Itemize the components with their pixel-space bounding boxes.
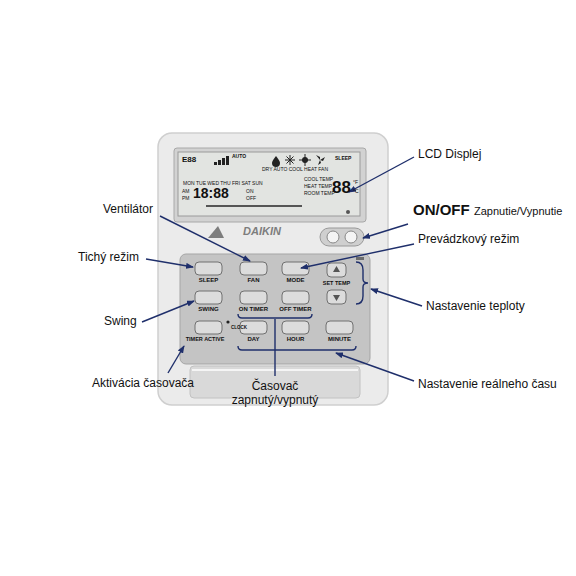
button-label: MINUTE [328, 336, 351, 343]
lcd-temperature: 88 [332, 178, 351, 198]
callout-label: Nastavenie teploty [426, 300, 525, 314]
button-label: SWING [198, 306, 218, 313]
button-label: ON TIMER [239, 306, 268, 313]
leader-line [142, 157, 422, 381]
lcd-text: ROOM TEMP [304, 191, 335, 197]
clock-dot [226, 320, 229, 323]
button-label: SET TEMP [323, 280, 351, 286]
callout-label: Prevádzkový režim [418, 233, 519, 247]
button-label: DAY [247, 336, 259, 343]
bracket [238, 262, 368, 350]
onoff-housing [320, 228, 364, 246]
lcd-text: E88 [182, 155, 196, 164]
lcd-clock: 18:88 [193, 185, 229, 201]
button-label: CLOCK [231, 325, 247, 330]
lcd-text: AM [182, 189, 190, 195]
lcd-text: °F [353, 180, 358, 186]
callout-label: Tichý režim [78, 251, 139, 265]
onoff-button [345, 231, 357, 243]
callout-label: Ventilátor [103, 203, 153, 217]
callout-label: Nastavenie reálneho času [418, 378, 557, 392]
button-label: OFF TIMER [279, 306, 311, 313]
leader-line [274, 319, 275, 376]
button-label: FAN [248, 277, 260, 284]
brand-logo: DAIKIN [243, 225, 281, 238]
callout-label: Zapnutie/Vypnutie [474, 205, 562, 218]
logo-mark [208, 226, 224, 238]
callout-label: ON/OFF [413, 201, 470, 218]
led [356, 257, 364, 260]
lcd-text: DRY AUTO COOL HEAT FAN [262, 167, 328, 173]
lcd-text: °C [353, 189, 359, 195]
lcd-screen [178, 152, 360, 216]
lcd-text: SLEEP [335, 156, 351, 162]
remote-body [158, 133, 388, 405]
lcd-text: OFF [246, 196, 256, 202]
onoff-button [327, 231, 339, 243]
button-label: HOUR [287, 336, 305, 343]
lcd-frame [174, 148, 366, 222]
callout-label: LCD Displej [418, 148, 481, 162]
lcd-text: COOL TEMP [304, 177, 333, 183]
callout-label: Aktivácia časovača [92, 377, 194, 391]
button-label: SLEEP [199, 277, 219, 284]
button-label: TIMER ACTIVE [186, 336, 225, 342]
lcd-text: ON [246, 189, 254, 195]
lcd-text: HEAT TEMP [304, 184, 332, 190]
indicator-dot [346, 210, 350, 214]
button-label: MODE [287, 277, 305, 284]
buttons [195, 262, 353, 334]
callout-label: Swing [104, 315, 137, 329]
callout-label: Časovač zapnutý/vypnutý [225, 380, 325, 408]
lcd-text: AUTO [232, 154, 246, 160]
lcd-text: PM [182, 196, 190, 202]
